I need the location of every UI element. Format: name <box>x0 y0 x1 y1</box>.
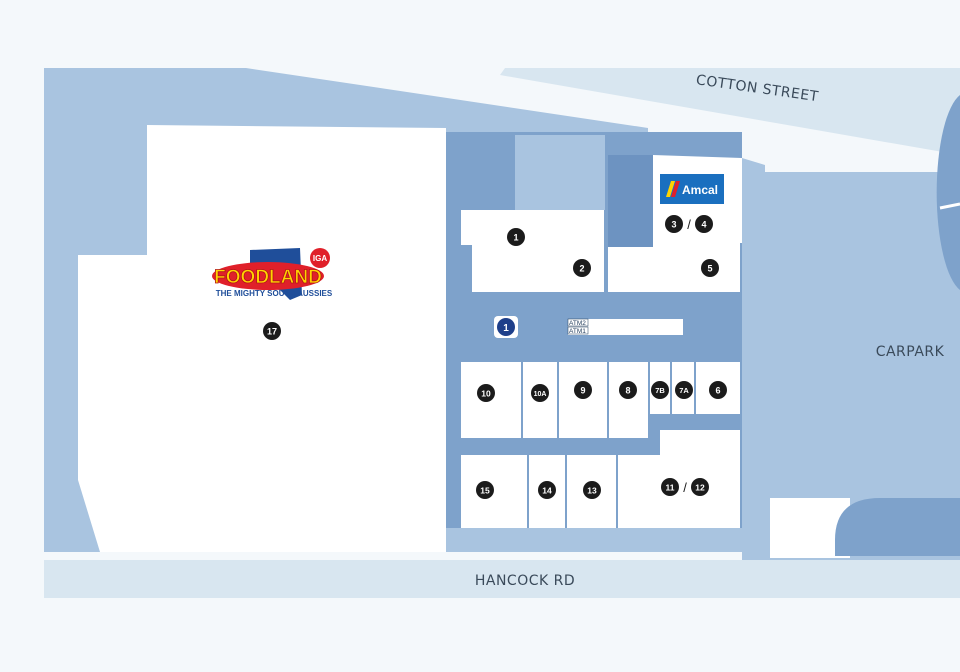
shop-badge-circle <box>709 381 727 399</box>
shop-badge-circle <box>538 481 556 499</box>
shop-badge-9[interactable]: 9 <box>574 381 592 399</box>
atm2-label: ATM2 <box>569 320 586 327</box>
shop-badge-1[interactable]: 1 <box>507 228 525 246</box>
amcal-logo-stripe-icon-2 <box>671 181 680 197</box>
shop-badge-circle <box>691 478 709 496</box>
shop-15-tenancy <box>461 455 527 528</box>
carpark-curve <box>835 498 960 556</box>
service-corridor-2 <box>608 155 653 247</box>
shop-number: 7A <box>679 386 689 395</box>
shop-badge-12[interactable]: 12 <box>691 478 709 496</box>
atm1-label: ATM1 <box>569 328 586 335</box>
carpark-divider <box>939 202 960 210</box>
carpark-label: CARPARK <box>876 344 945 360</box>
shop-11-12-tenancy <box>618 430 740 528</box>
shop-badge-circle <box>661 478 679 496</box>
shop-badge-6[interactable]: 6 <box>709 381 727 399</box>
foodland-tenancy <box>78 125 446 552</box>
shop-badge-17[interactable]: 17 <box>263 322 281 340</box>
shop-badge-circle <box>701 259 719 277</box>
shop-badge-7a[interactable]: 7A <box>675 381 693 399</box>
shop-badge-7b[interactable]: 7B <box>651 381 669 399</box>
shop-badge-circle <box>263 322 281 340</box>
you-are-here-marker[interactable]: 1 <box>494 316 518 338</box>
carpark-area <box>742 158 960 560</box>
mall-lower-apron <box>446 528 746 552</box>
shop-number: 5 <box>707 264 712 274</box>
you-are-here-dot <box>497 318 515 336</box>
shop-number: 10 <box>481 389 491 399</box>
shop-number: 3 <box>671 220 676 230</box>
shop-number: 9 <box>580 386 585 396</box>
shop-badge-circle <box>574 381 592 399</box>
shop-number: 10A <box>534 391 547 398</box>
shop-badge-circle <box>531 384 549 402</box>
shop-number: 17 <box>267 327 277 337</box>
shop-number: 7B <box>655 386 665 395</box>
foodland-brand-text: FOODLAND <box>214 267 322 288</box>
shop-number: 14 <box>542 486 552 496</box>
atm-kiosk <box>568 319 683 335</box>
shop-badge-circle <box>476 481 494 499</box>
shop-badge-10a[interactable]: 10A <box>531 384 549 402</box>
shop-number: 12 <box>695 483 705 493</box>
iga-badge-text: IGA <box>313 254 327 263</box>
iga-badge-icon <box>310 248 330 268</box>
shop-badge-circle <box>651 381 669 399</box>
shop-number: 8 <box>625 386 630 396</box>
shop-badge-circle <box>477 384 495 402</box>
amcal-logo-stripe-icon <box>666 181 675 197</box>
shop-badge-3[interactable]: 3 <box>665 215 683 233</box>
shop-number: 4 <box>701 220 706 230</box>
shop-2-back <box>590 210 604 252</box>
shop-badge-circle <box>619 381 637 399</box>
shop-3-4-separator: / <box>687 217 691 232</box>
shop-badge-circle <box>583 481 601 499</box>
atm2-tag <box>567 318 589 327</box>
shop-badge-14[interactable]: 14 <box>538 481 556 499</box>
shop-badge-circle <box>573 259 591 277</box>
shop-8-tenancy <box>609 362 648 438</box>
shop-number: 6 <box>715 386 720 396</box>
foodland-logo-oval <box>212 262 324 290</box>
shop-number: 1 <box>513 233 518 243</box>
shop-badge-circle <box>675 381 693 399</box>
shop-badge-circle <box>665 215 683 233</box>
shop-badge-8[interactable]: 8 <box>619 381 637 399</box>
shop-1-tenancy <box>461 210 590 292</box>
shop-number: 15 <box>480 486 490 496</box>
cotton-street-road <box>500 68 960 155</box>
shop-badge-5[interactable]: 5 <box>701 259 719 277</box>
shop-number: 11 <box>666 483 675 493</box>
shop-badge-4[interactable]: 4 <box>695 215 713 233</box>
shop-number: 13 <box>587 486 597 496</box>
shop-badge-10[interactable]: 10 <box>477 384 495 402</box>
shop-badge-2[interactable]: 2 <box>573 259 591 277</box>
shop-badge-15[interactable]: 15 <box>476 481 494 499</box>
hancock-road <box>44 560 960 598</box>
shop-number: 2 <box>579 264 584 274</box>
amcal-logo: Amcal <box>660 174 724 204</box>
hancock-road-label: HANCOCK RD <box>475 573 575 589</box>
shop-badge-circle <box>507 228 525 246</box>
shop-9-tenancy <box>559 362 607 438</box>
amcal-brand-text: Amcal <box>682 183 718 197</box>
shop-badge-11[interactable]: 11 <box>661 478 679 496</box>
shop-badge-circle <box>695 215 713 233</box>
service-corridor <box>515 135 605 210</box>
shop-badge-13[interactable]: 13 <box>583 481 601 499</box>
atm1-tag <box>567 326 589 335</box>
carpark-building <box>936 95 960 290</box>
shop-11-12-separator: / <box>683 480 687 495</box>
you-are-here-number: 1 <box>503 323 509 334</box>
foodland-logo: FOODLAND IGA THE MIGHTY SOUTH AUSSIES <box>212 248 333 300</box>
foodland-tagline: THE MIGHTY SOUTH AUSSIES <box>216 289 333 298</box>
